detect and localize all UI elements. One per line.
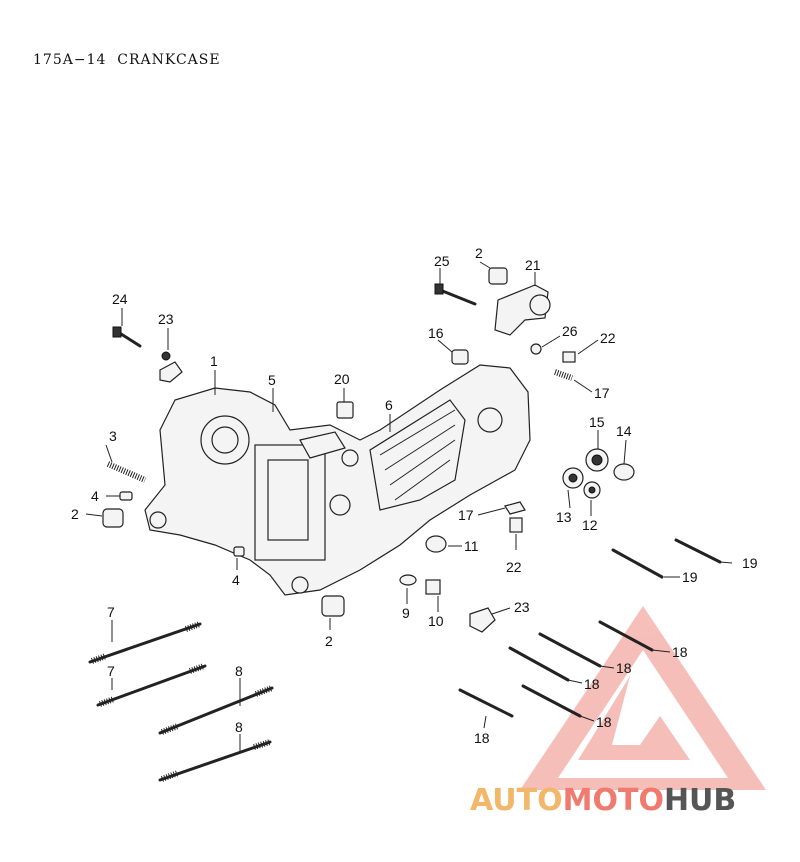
seal-14	[613, 463, 635, 481]
callout-25: 25	[434, 253, 450, 269]
callout-13: 13	[556, 509, 572, 525]
bearing-13	[562, 467, 584, 489]
callout-26: 26	[562, 323, 578, 339]
seal-11	[425, 535, 447, 553]
callout-18: 18	[474, 730, 490, 746]
bracket-21	[494, 284, 551, 336]
callout-18: 18	[584, 676, 600, 692]
watermark-text: AUTOMOTOHUB	[470, 783, 736, 818]
watermark-moto: MOTO	[563, 783, 664, 818]
callout-18: 18	[672, 644, 688, 660]
stud-8a	[158, 685, 274, 735]
stud-19b	[611, 548, 664, 579]
leader-lines	[85, 261, 733, 752]
stud-18d	[521, 684, 582, 718]
callout-2: 2	[475, 245, 483, 261]
callout-19: 19	[742, 555, 758, 571]
callout-23: 23	[514, 599, 530, 615]
stud-18a	[598, 620, 654, 652]
stud-8b	[158, 739, 272, 782]
callout-4: 4	[91, 488, 99, 504]
callout-3: 3	[109, 428, 117, 444]
stud-7b	[96, 663, 207, 707]
bolt-3	[106, 461, 147, 483]
stud-18e	[458, 688, 514, 718]
dowel-16	[451, 349, 469, 365]
bolt-25	[434, 283, 477, 306]
callout-19: 19	[682, 569, 698, 585]
washer-9	[399, 574, 417, 586]
stud-19a	[674, 538, 722, 564]
dowel-4-lower	[233, 546, 245, 557]
diagram-title: 175A−14 CRANKCASE	[33, 52, 221, 68]
callout-5: 5	[268, 372, 276, 388]
dowel-4	[119, 491, 133, 501]
callout-9: 9	[402, 605, 410, 621]
callout-16: 16	[428, 325, 444, 341]
stud-7a	[88, 621, 202, 664]
callout-18: 18	[616, 660, 632, 676]
callout-21: 21	[525, 257, 541, 273]
callout-1: 1	[210, 353, 218, 369]
svg-text:AUTOMOTOHUB: AUTOMOTOHUB	[470, 783, 736, 818]
callout-18: 18	[596, 714, 612, 730]
callout-7: 7	[107, 663, 115, 679]
clip-23-upper	[159, 351, 183, 383]
callout-4: 4	[232, 572, 240, 588]
clip-23-lower	[469, 607, 496, 633]
callout-11: 11	[464, 538, 479, 554]
callout-17: 17	[458, 507, 474, 523]
dowel-pin-top	[488, 267, 508, 285]
callout-10: 10	[428, 613, 444, 629]
bolt-22-upper	[562, 351, 576, 363]
callout-8: 8	[235, 719, 243, 735]
bolt-24	[112, 326, 142, 348]
bolt-10	[425, 579, 441, 595]
callout-15: 15	[589, 414, 605, 430]
watermark-hub: HUB	[664, 783, 736, 818]
watermark-auto: AUTO	[470, 783, 563, 818]
callout-6: 6	[385, 397, 393, 413]
callout-24: 24	[112, 291, 128, 307]
callout-labels: 1 2 2 2 3 4 4 5 6 7 7 8 8 9 10 11 12 13 …	[71, 245, 758, 746]
callout-12: 12	[582, 517, 598, 533]
dowel-2-lower	[321, 595, 345, 617]
callout-8: 8	[235, 663, 243, 679]
callout-14: 14	[616, 423, 632, 439]
spring-17-upper	[554, 369, 573, 381]
callout-22: 22	[600, 330, 616, 346]
callout-17: 17	[594, 385, 610, 401]
clip-17-lower	[504, 501, 526, 515]
callout-23: 23	[158, 311, 174, 327]
callout-22: 22	[506, 559, 522, 575]
stud-18b	[538, 632, 602, 668]
callout-20: 20	[334, 371, 350, 387]
dowel-2-left	[102, 508, 124, 528]
watermark-logo-icon	[520, 606, 766, 790]
callout-2: 2	[71, 506, 79, 522]
callout-7: 7	[107, 604, 115, 620]
bolt-22-lower	[509, 517, 523, 533]
nut-26	[530, 343, 542, 355]
callout-2: 2	[325, 633, 333, 649]
bearing-15	[585, 448, 609, 472]
nut-20	[336, 401, 354, 419]
crankcase-body	[144, 364, 531, 596]
stud-18c	[508, 646, 570, 682]
bearing-12	[583, 481, 601, 499]
